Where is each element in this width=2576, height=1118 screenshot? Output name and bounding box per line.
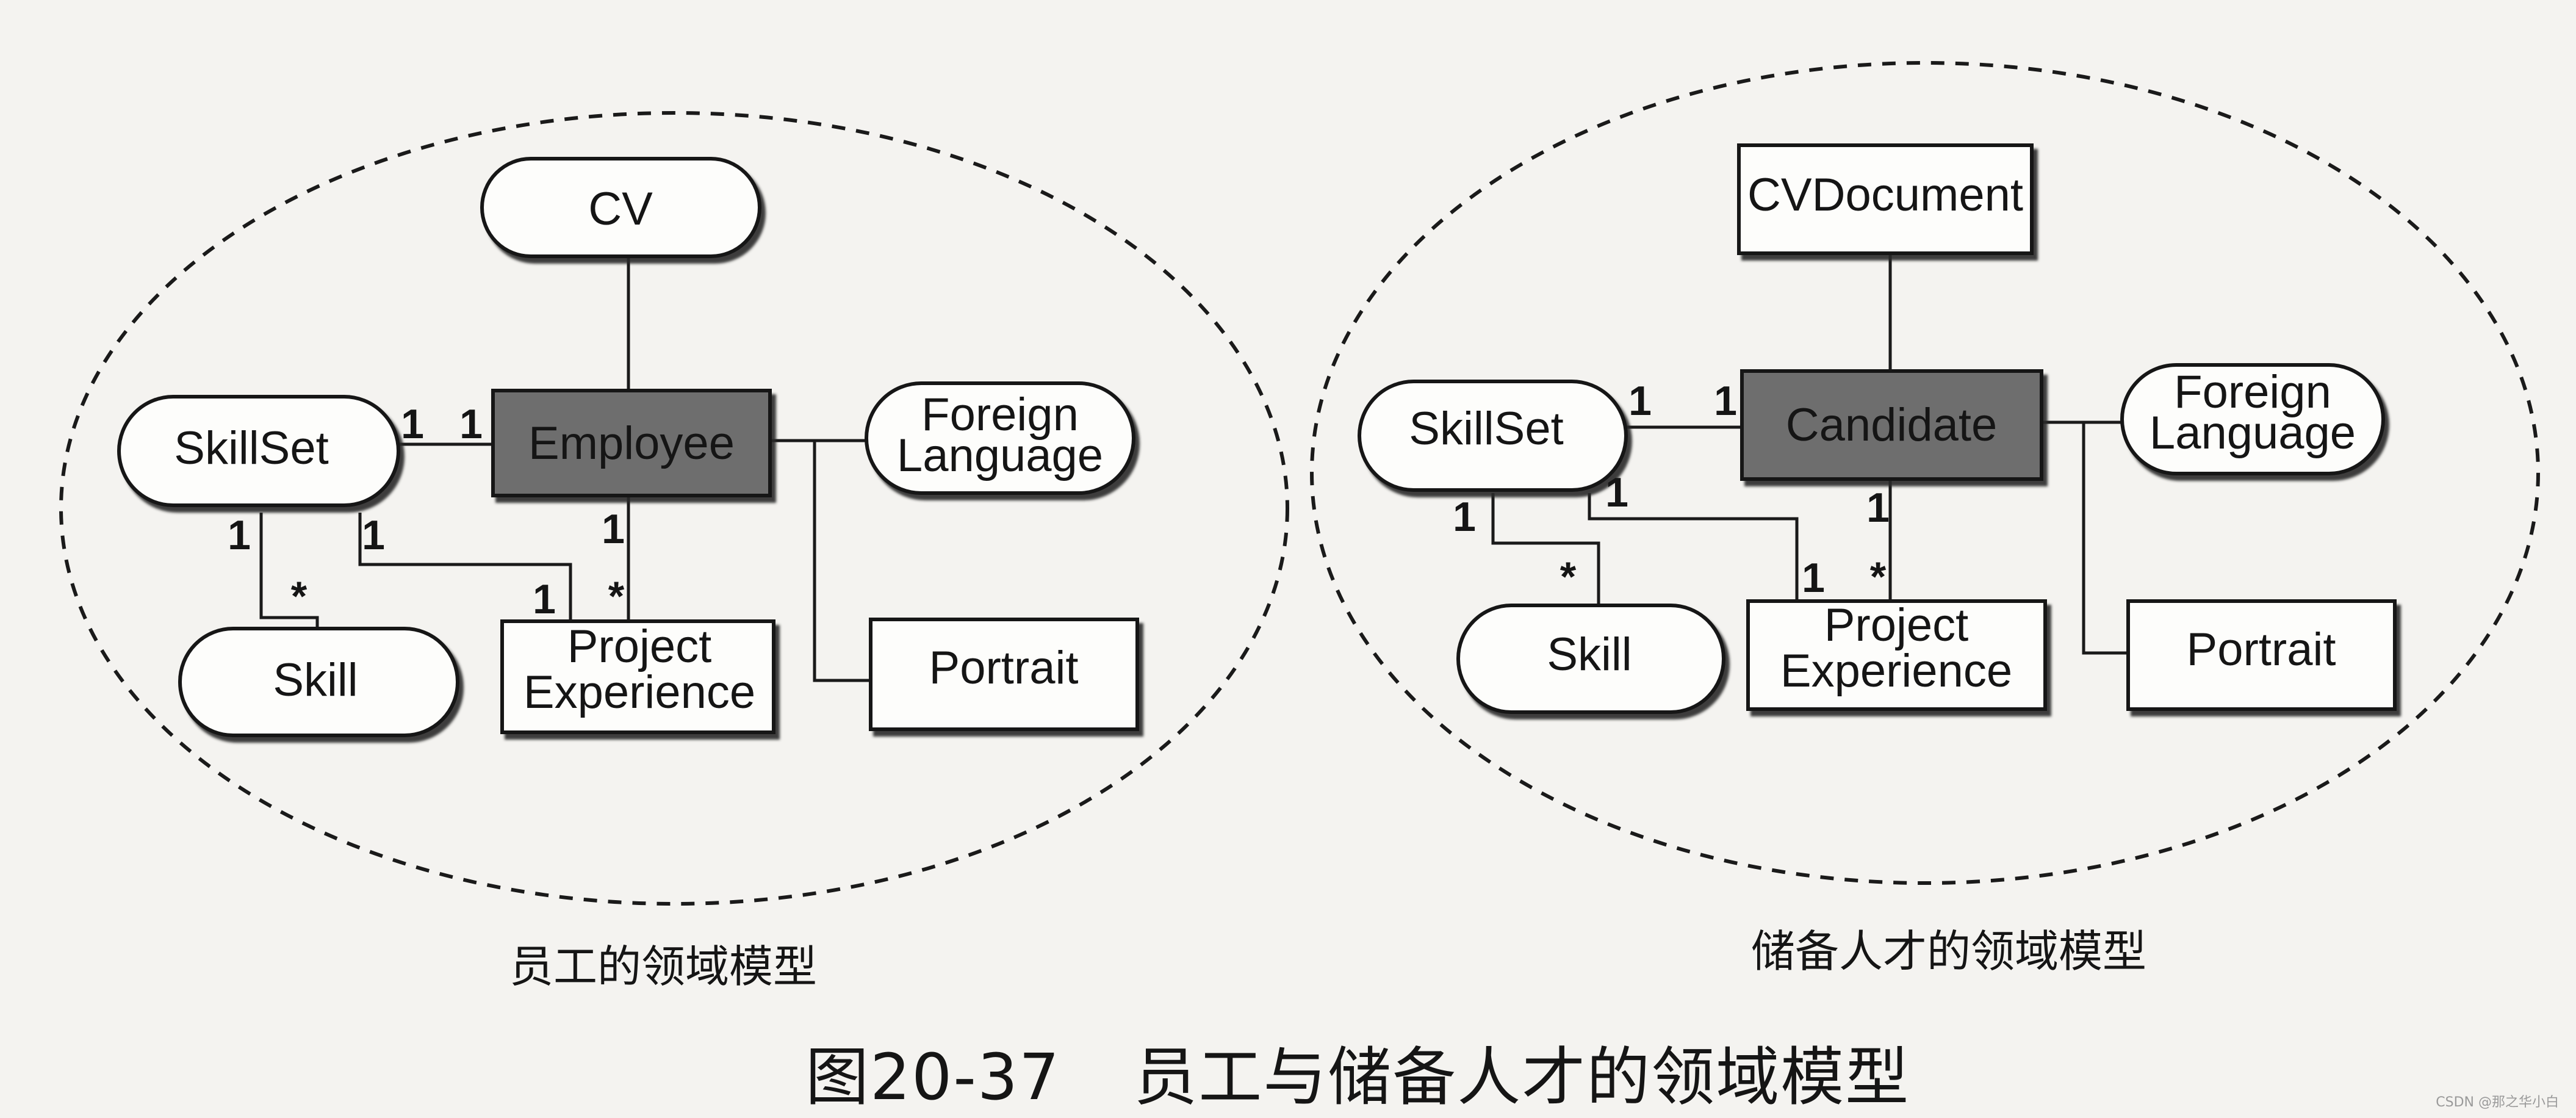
right-foreign-language-line-2: Language <box>2150 407 2356 459</box>
left-cv-label: CV <box>588 183 653 235</box>
left-boundary-ellipse <box>59 111 1289 906</box>
left-node-skillset: SkillSet <box>117 395 400 507</box>
multiplicity-label: 1 <box>602 506 625 552</box>
left-multiplicities: 1 1 1 * 1 1 1 * <box>228 401 625 622</box>
right-node-skill: Skill <box>1456 604 1725 714</box>
skillset-project-link <box>1588 493 1799 601</box>
left-skillset-label: SkillSet <box>174 422 328 474</box>
left-node-cv: CV <box>480 157 761 258</box>
right-node-foreign-language: Foreign Language <box>2120 363 2385 475</box>
left-project-line-2: Experience <box>523 666 755 718</box>
right-cvdocument-label: CVDocument <box>1747 169 2023 221</box>
left-node-skill: Skill <box>178 627 459 737</box>
multiplicity-label: 1 <box>1453 494 1476 540</box>
employee-domain-model: CV SkillSet Employee Foreign Language Sk… <box>59 111 1289 906</box>
right-skill-label: Skill <box>1547 629 1632 680</box>
right-foreign-language-line-1: Foreign <box>2174 366 2331 418</box>
multiplicity-label: 1 <box>459 401 483 447</box>
skillset-skill-link <box>1491 493 1600 605</box>
candidate-portrait-link <box>2082 422 2128 655</box>
right-node-skillset: SkillSet <box>1358 380 1628 492</box>
right-project-line-1: Project <box>1824 599 1969 651</box>
right-skillset-label: SkillSet <box>1409 403 1563 455</box>
right-node-cvdocument: CVDocument <box>1737 143 2034 255</box>
right-multiplicities: 1 1 1 * 1 1 1 * <box>1453 378 1890 601</box>
left-node-foreign-language: Foreign Language <box>865 381 1135 495</box>
right-connectors <box>1491 253 2128 655</box>
figure-number: 图20-37 <box>805 1040 1061 1114</box>
figure-title: 员工与储备人才的领域模型 <box>1134 1040 1910 1114</box>
multiplicity-label: 1 <box>1714 378 1737 424</box>
watermark: CSDN @那之华小白 <box>2436 1095 2559 1110</box>
right-node-project-experience: Project Experience <box>1746 599 2047 711</box>
left-project-line-1: Project <box>567 621 712 673</box>
right-model-caption: 储备人才的领域模型 <box>1751 926 2147 977</box>
multiplicity-label: 1 <box>1802 555 1825 601</box>
left-node-portrait: Portrait <box>869 618 1139 731</box>
right-candidate-label: Candidate <box>1786 399 1998 451</box>
multiplicity-label: * <box>1560 554 1577 600</box>
multiplicity-label: 1 <box>401 401 424 447</box>
left-model-caption: 员工的领域模型 <box>509 941 818 992</box>
left-foreign-language-line-2: Language <box>897 430 1103 481</box>
right-node-portrait: Portrait <box>2126 599 2397 711</box>
right-project-line-2: Experience <box>1780 645 2012 697</box>
right-node-candidate: Candidate <box>1740 369 2043 481</box>
left-foreign-language-line-1: Foreign <box>921 389 1079 441</box>
right-boundary-ellipse <box>1310 61 2540 885</box>
multiplicity-label: 1 <box>228 512 251 558</box>
multiplicity-label: 1 <box>533 576 556 622</box>
multiplicity-label: 1 <box>1628 378 1652 424</box>
left-connectors <box>259 256 871 682</box>
multiplicity-label: 1 <box>1866 485 1890 531</box>
skillset-skill-link <box>259 513 319 629</box>
left-portrait-label: Portrait <box>929 642 1079 694</box>
candidate-domain-model: CVDocument SkillSet Candidate Foreign La… <box>1310 61 2540 885</box>
right-portrait-label: Portrait <box>2187 624 2336 676</box>
multiplicity-label: * <box>608 573 625 619</box>
figure-caption: 图20-37 员工与储备人才的领域模型 <box>805 1025 1910 1117</box>
skillset-project-link <box>358 513 572 621</box>
multiplicity-label: * <box>291 573 308 619</box>
left-skill-label: Skill <box>273 654 358 706</box>
left-employee-label: Employee <box>528 417 735 469</box>
multiplicity-label: 1 <box>362 512 385 558</box>
left-node-employee: Employee <box>491 389 772 497</box>
multiplicity-label: * <box>1870 554 1887 600</box>
multiplicity-label: 1 <box>1605 469 1628 516</box>
left-node-project-experience: Project Experience <box>500 619 775 734</box>
employee-portrait-link <box>813 441 871 682</box>
